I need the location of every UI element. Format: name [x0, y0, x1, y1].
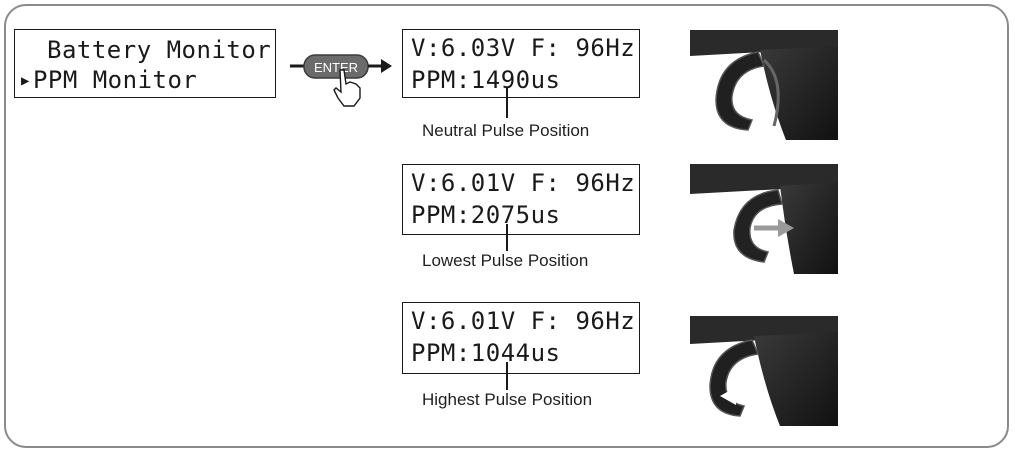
trigger-photo-highest — [690, 316, 838, 426]
ppm-readout-lowest: V:6.01V F: 96Hz PPM:2075us — [402, 164, 640, 235]
caption-highest: Highest Pulse Position — [422, 390, 593, 409]
caption-lowest: Lowest Pulse Position — [422, 251, 589, 270]
ppm-value-line: PPM:1490us — [411, 66, 561, 94]
enter-button-graphic: ENTER — [290, 54, 392, 107]
trigger-photo-neutral — [690, 30, 838, 140]
voltage-frequency-line: V:6.01V F: 96Hz — [411, 307, 636, 335]
voltage-frequency-line: V:6.01V F: 96Hz — [411, 169, 636, 197]
enter-button-label: ENTER — [314, 60, 358, 75]
ppm-value-line: PPM:2075us — [411, 201, 561, 229]
menu-lcd: Battery Monitor ▶PPM Monitor — [14, 29, 276, 98]
trigger-photo-lowest — [690, 164, 838, 274]
hand-pointer-icon — [333, 69, 361, 107]
menu-item-ppm-monitor[interactable]: ▶PPM Monitor — [21, 66, 197, 95]
pointer-line — [506, 362, 508, 390]
menu-item-battery-monitor[interactable]: Battery Monitor — [47, 36, 272, 64]
ppm-value-line: PPM:1044us — [411, 339, 561, 367]
pointer-line — [506, 88, 508, 118]
pointer-line — [506, 224, 508, 251]
menu-item-ppm-label: PPM Monitor — [32, 66, 198, 94]
ppm-readout-neutral: V:6.03V F: 96Hz PPM:1490us — [402, 29, 640, 98]
triangle-right-icon: ▶ — [21, 73, 30, 89]
diagram-frame — [4, 4, 1009, 448]
ppm-readout-highest: V:6.01V F: 96Hz PPM:1044us — [402, 302, 640, 374]
caption-neutral: Neutral Pulse Position — [422, 121, 590, 140]
arrow-right-icon — [381, 59, 392, 73]
voltage-frequency-line: V:6.03V F: 96Hz — [411, 34, 636, 62]
